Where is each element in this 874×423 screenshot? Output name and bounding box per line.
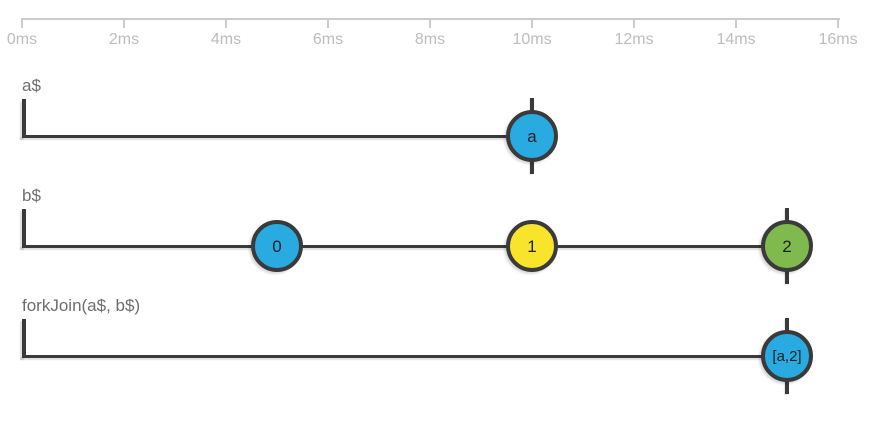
marble-value: a bbox=[527, 126, 537, 146]
axis-tick bbox=[123, 18, 125, 28]
marble-value: [a,2] bbox=[772, 347, 802, 365]
marble-value: 0 bbox=[272, 236, 282, 256]
stream-label: forkJoin(a$, b$) bbox=[22, 296, 141, 315]
axis-tick-label: 4ms bbox=[210, 31, 242, 48]
axis-tick-label: 8ms bbox=[414, 31, 446, 48]
axis-tick bbox=[837, 18, 839, 28]
axis-tick bbox=[531, 18, 533, 28]
axis-tick-label: 16ms bbox=[818, 31, 858, 48]
axis-tick-label: 12ms bbox=[614, 31, 654, 48]
axis-tick-label: 6ms bbox=[312, 31, 344, 48]
axis-tick bbox=[21, 18, 23, 28]
timeline bbox=[22, 135, 532, 138]
stream-label: b$ bbox=[22, 186, 41, 205]
axis-tick bbox=[327, 18, 329, 28]
marble-value: 1 bbox=[527, 236, 537, 256]
timeline-start-cap bbox=[22, 319, 26, 358]
time-axis-line bbox=[22, 18, 840, 20]
marble-value: 2 bbox=[782, 236, 792, 256]
marble: [a,2] bbox=[761, 330, 813, 382]
marble: 2 bbox=[761, 220, 813, 272]
axis-tick-label: 14ms bbox=[716, 31, 756, 48]
axis-tick bbox=[735, 18, 737, 28]
axis-tick bbox=[225, 18, 227, 28]
axis-tick-label: 10ms bbox=[512, 31, 552, 48]
marble: 0 bbox=[251, 220, 303, 272]
axis-tick bbox=[429, 18, 431, 28]
timeline bbox=[22, 245, 787, 248]
axis-tick-label: 2ms bbox=[108, 31, 140, 48]
axis-tick-label: 0ms bbox=[6, 31, 38, 48]
axis-tick bbox=[633, 18, 635, 28]
marble: a bbox=[506, 110, 558, 162]
timeline bbox=[22, 355, 787, 358]
timeline-start-cap bbox=[22, 99, 26, 138]
stream-label: a$ bbox=[22, 76, 41, 95]
time-axis: 0ms 2ms 4ms 6ms 8ms 10ms 12ms 14ms 16ms bbox=[0, 0, 874, 50]
timeline-start-cap bbox=[22, 209, 26, 248]
marble: 1 bbox=[506, 220, 558, 272]
